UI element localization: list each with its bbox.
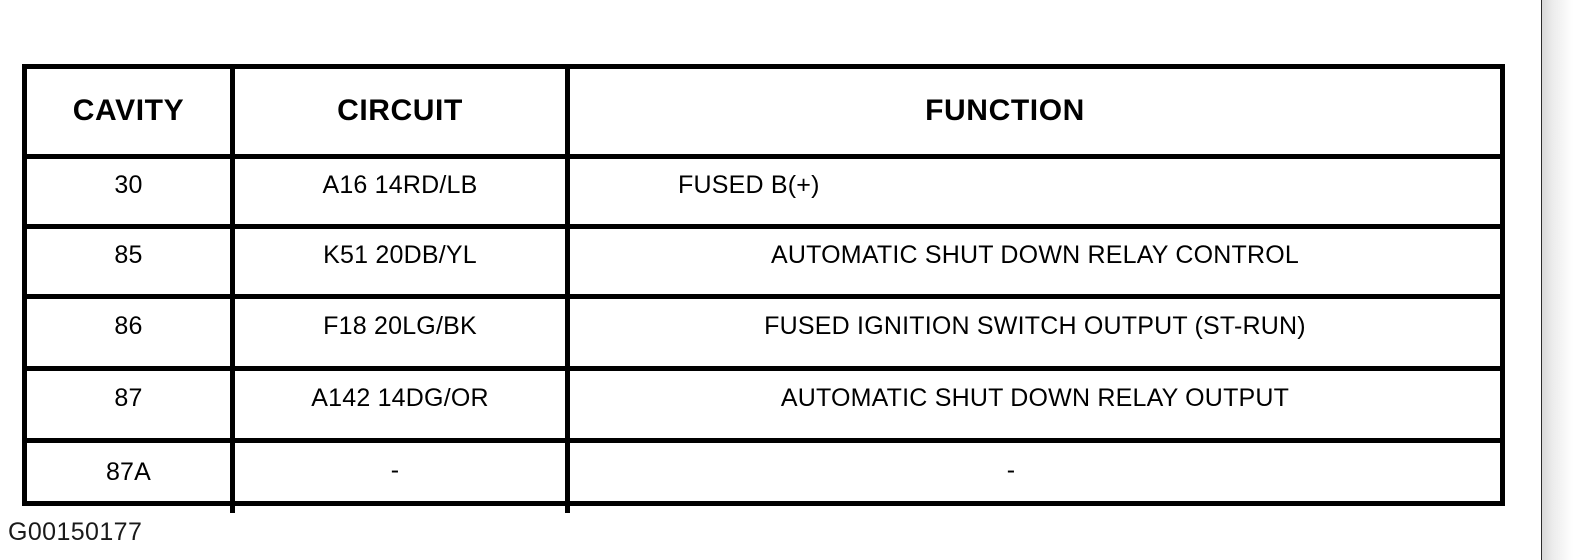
- function-value: FUSED IGNITION SWITCH OUTPUT (ST-RUN): [764, 312, 1306, 340]
- cell-circuit: F18 20LG/BK: [235, 299, 570, 366]
- page-edge-shadow: [1542, 0, 1573, 560]
- cell-cavity: 87: [27, 371, 235, 438]
- relay-cavity-circuit-function-table: CAVITY CIRCUIT FUNCTION 30 A16 14RD/LB F…: [22, 64, 1505, 513]
- column-header-circuit-label: CIRCUIT: [337, 93, 463, 127]
- circuit-value: A142 14DG/OR: [311, 384, 489, 412]
- circuit-value: A16 14RD/LB: [322, 171, 478, 199]
- table-header-row: CAVITY CIRCUIT FUNCTION: [27, 69, 1500, 159]
- cell-circuit: A16 14RD/LB: [235, 159, 570, 224]
- cell-circuit: -: [235, 443, 570, 513]
- function-value: FUSED B(+): [678, 171, 820, 199]
- cavity-value: 87: [114, 384, 143, 412]
- cell-cavity: 86: [27, 299, 235, 366]
- cell-cavity: 87A: [27, 443, 235, 513]
- function-value: AUTOMATIC SHUT DOWN RELAY OUTPUT: [780, 384, 1290, 412]
- function-value: AUTOMATIC SHUT DOWN RELAY CONTROL: [771, 241, 1299, 269]
- table-row: 30 A16 14RD/LB FUSED B(+): [27, 159, 1500, 229]
- cell-function: AUTOMATIC SHUT DOWN RELAY OUTPUT: [570, 371, 1500, 438]
- cell-function: FUSED B(+): [570, 159, 1500, 224]
- cell-function: FUSED IGNITION SWITCH OUTPUT (ST-RUN): [570, 299, 1500, 366]
- circuit-value: -: [390, 455, 400, 484]
- table-row: 87A - -: [27, 443, 1500, 513]
- table-row: 87 A142 14DG/OR AUTOMATIC SHUT DOWN RELA…: [27, 371, 1500, 443]
- cell-function: -: [570, 443, 1500, 513]
- cell-cavity: 85: [27, 229, 235, 294]
- function-value: -: [1006, 455, 1016, 484]
- column-header-cavity: CAVITY: [27, 69, 235, 154]
- page-edge-line: [1541, 0, 1542, 560]
- circuit-value: F18 20LG/BK: [323, 312, 477, 340]
- cell-function: AUTOMATIC SHUT DOWN RELAY CONTROL: [570, 229, 1500, 294]
- figure-caption: G00150177: [8, 518, 143, 546]
- cell-circuit: K51 20DB/YL: [235, 229, 570, 294]
- column-header-cavity-label: CAVITY: [72, 93, 185, 127]
- cavity-value: 87A: [105, 457, 152, 486]
- cell-cavity: 30: [27, 159, 235, 224]
- table-row: 85 K51 20DB/YL AUTOMATIC SHUT DOWN RELAY…: [27, 229, 1500, 299]
- table-row: 86 F18 20LG/BK FUSED IGNITION SWITCH OUT…: [27, 299, 1500, 371]
- cavity-value: 85: [114, 241, 143, 269]
- column-header-function: FUNCTION: [570, 69, 1500, 154]
- cavity-value: 30: [114, 171, 143, 199]
- cavity-value: 86: [114, 312, 143, 340]
- column-header-circuit: CIRCUIT: [235, 69, 570, 154]
- circuit-value: K51 20DB/YL: [323, 241, 477, 269]
- cell-circuit: A142 14DG/OR: [235, 371, 570, 438]
- column-header-function-label: FUNCTION: [925, 93, 1085, 127]
